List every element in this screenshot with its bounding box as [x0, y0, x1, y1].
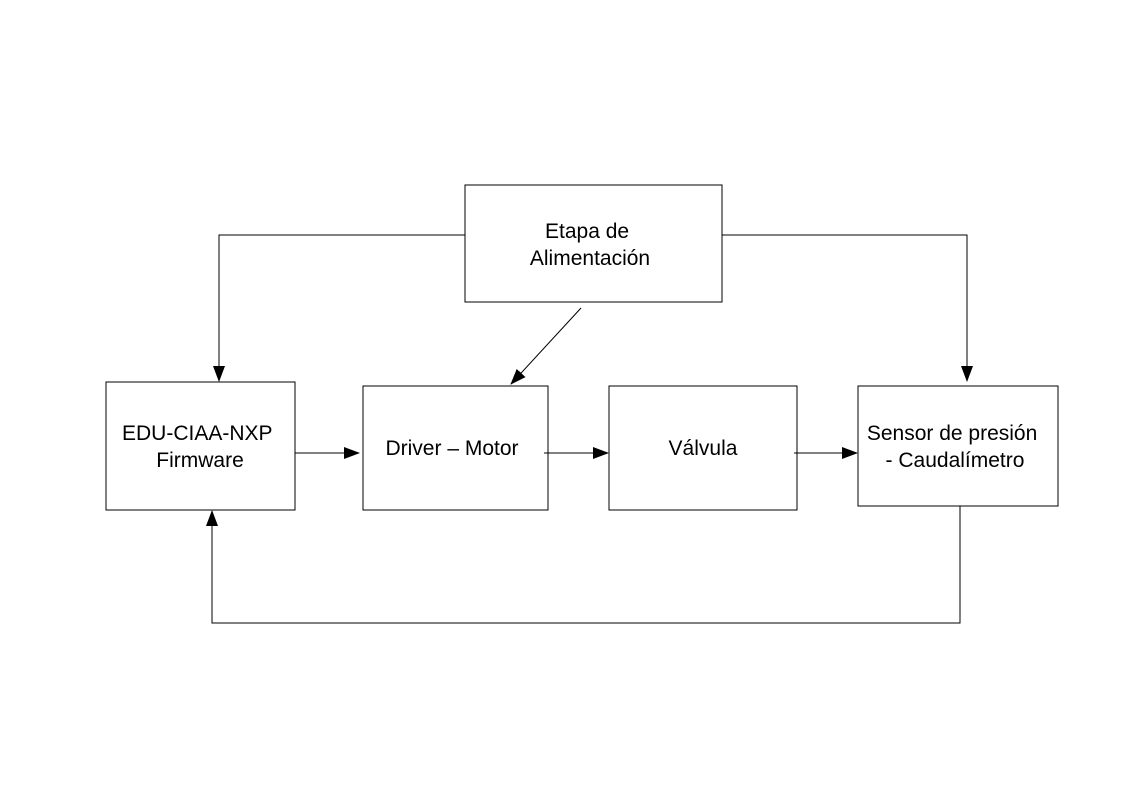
mcu-firmware-label-line1: EDU-CIAA-NXP [122, 422, 272, 445]
sensor-label-line1: Sensor de presión [867, 422, 1037, 445]
power-stage-label-line1: Etapa de [545, 220, 629, 243]
power-stage-label: Etapa de Alimentación [530, 220, 650, 270]
sensor-block: Sensor de presión - Caudalímetro [857, 385, 1059, 507]
power-to-sensor-connector [722, 234, 973, 382]
mcu-firmware-label-line2: Firmware [156, 449, 244, 472]
power-to-mcu-connector [213, 234, 465, 382]
driver-motor-block: Driver – Motor [362, 385, 549, 511]
sensor-feedback-connector [206, 506, 961, 624]
mcu-firmware-label: EDU-CIAA-NXP Firmware [122, 422, 278, 472]
sensor-label-line2: - Caudalímetro [886, 449, 1025, 472]
power-to-driver-connector [510, 307, 582, 385]
driver-motor-label: Driver – Motor [385, 437, 518, 460]
sensor-label: Sensor de presión - Caudalímetro [867, 422, 1043, 472]
valve-label: Válvula [669, 437, 738, 460]
mcu-firmware-block: EDU-CIAA-NXP Firmware [105, 381, 296, 511]
power-stage-label-line2: Alimentación [530, 247, 650, 270]
power-stage-block: Etapa de Alimentación [464, 184, 723, 303]
valve-block: Válvula [608, 385, 798, 511]
